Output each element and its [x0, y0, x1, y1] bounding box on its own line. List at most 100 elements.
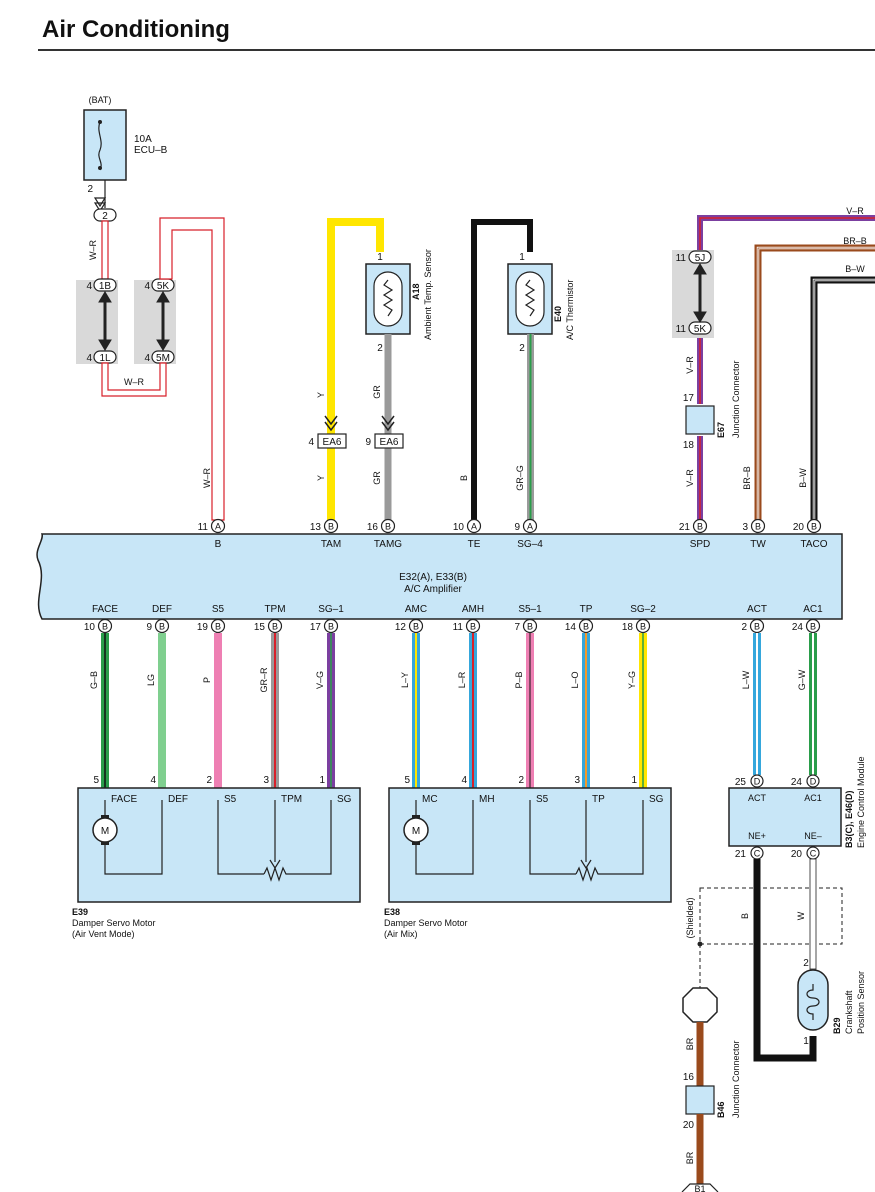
splice-5m: 4 5M	[144, 350, 175, 364]
svg-text:B: B	[413, 622, 419, 632]
svg-text:BR: BR	[685, 1037, 695, 1050]
motor_e39-pin-0: 5	[93, 775, 99, 786]
svg-text:3: 3	[742, 522, 748, 533]
motor_e38-pin-0: 5	[404, 775, 410, 786]
svg-text:2: 2	[377, 343, 383, 354]
w-r-to-amplifier: W–R	[159, 217, 225, 521]
motor-e39-m-icon: M	[101, 826, 109, 837]
splice-block-1	[76, 280, 118, 364]
svg-text:TAMG: TAMG	[374, 539, 402, 550]
svg-text:BR–B: BR–B	[843, 236, 867, 246]
svg-text:16: 16	[683, 1072, 695, 1083]
wire-label-0: G–B	[89, 671, 99, 689]
svg-text:14: 14	[565, 622, 577, 633]
svg-text:B: B	[470, 622, 476, 632]
svg-text:SG–4: SG–4	[517, 539, 543, 550]
splice-block-2	[134, 280, 176, 364]
page-title: Air Conditioning	[42, 16, 230, 43]
wire-label-3: GR–R	[259, 667, 269, 693]
svg-text:AC1: AC1	[804, 793, 822, 803]
ecm-pin-25: 25 D	[735, 774, 764, 788]
svg-text:B29: B29	[832, 1017, 842, 1034]
svg-text:Junction Connector: Junction Connector	[731, 360, 741, 438]
splice-arrows	[98, 291, 170, 351]
ea6-a-id: EA6	[323, 437, 342, 448]
svg-text:SG–2: SG–2	[630, 604, 656, 615]
wire-label-2: P	[202, 677, 212, 683]
motor_e38-term-4: SG	[649, 794, 664, 805]
svg-text:(Air Vent Mode): (Air Vent Mode)	[72, 929, 135, 939]
svg-text:4: 4	[144, 281, 150, 292]
svg-text:1L: 1L	[99, 353, 111, 364]
fuse-source: (BAT)	[89, 95, 112, 105]
sg4-wire: GR–G	[515, 334, 534, 520]
svg-text:A18: A18	[411, 283, 421, 300]
svg-text:1: 1	[377, 252, 383, 263]
svg-text:15: 15	[254, 622, 266, 633]
svg-text:Junction Connector: Junction Connector	[731, 1040, 741, 1118]
svg-text:(Air Mix): (Air Mix)	[384, 929, 418, 939]
wire-label-4: V–G	[315, 671, 325, 689]
svg-text:B: B	[328, 622, 334, 632]
svg-text:GR: GR	[372, 385, 382, 399]
svg-text:20: 20	[793, 522, 805, 533]
svg-text:NE–: NE–	[804, 831, 822, 841]
motor_e39-term-4: SG	[337, 794, 352, 805]
svg-text:TPM: TPM	[264, 604, 285, 615]
svg-text:Damper Servo Motor: Damper Servo Motor	[72, 918, 156, 928]
amplifier-id: E32(A), E33(B)	[399, 572, 467, 583]
svg-text:2: 2	[803, 958, 809, 969]
tw-wire: BR–B BR–B	[742, 236, 875, 520]
ecm-pin-24: 24 D	[791, 774, 820, 788]
svg-text:9: 9	[146, 622, 152, 633]
svg-text:AC1: AC1	[803, 604, 823, 615]
svg-text:B: B	[272, 622, 278, 632]
crankshaft-position-sensor: 2 1 B29 Crankshaft Position Sensor	[797, 958, 866, 1047]
svg-text:21: 21	[735, 849, 747, 860]
svg-text:TE: TE	[468, 539, 481, 550]
svg-text:DEF: DEF	[152, 604, 172, 615]
svg-text:SG–1: SG–1	[318, 604, 344, 615]
splice-5k-spd: 11 5K	[676, 321, 712, 335]
svg-text:A: A	[527, 522, 533, 532]
motor_e38-pin-3: 3	[574, 775, 580, 786]
svg-text:5J: 5J	[695, 253, 706, 264]
svg-text:17: 17	[683, 393, 695, 404]
wire-label-7: P–B	[514, 671, 524, 688]
svg-text:7: 7	[514, 622, 520, 633]
svg-text:TP: TP	[580, 604, 593, 615]
svg-text:B: B	[527, 622, 533, 632]
motor_e39-pin-3: 3	[263, 775, 269, 786]
svg-text:10: 10	[84, 622, 96, 633]
svg-text:D: D	[754, 777, 761, 787]
fuse-ecu-b: (BAT) 10A ECU–B 2 2	[83, 95, 168, 222]
svg-text:W–R: W–R	[202, 468, 212, 489]
fuse-name: ECU–B	[134, 145, 168, 156]
ea6-b-id: EA6	[380, 437, 399, 448]
fuse-rating: 10A	[134, 134, 152, 145]
svg-text:E39: E39	[72, 907, 88, 917]
damper-servo-motor-e39: M E39 Damper Servo Motor (Air Vent Mode)	[72, 787, 361, 939]
svg-text:A/C Thermistor: A/C Thermistor	[565, 280, 575, 340]
svg-text:1: 1	[519, 252, 525, 263]
svg-text:V–R: V–R	[846, 206, 864, 216]
svg-text:AMH: AMH	[462, 604, 484, 615]
bottom-wires	[101, 633, 817, 788]
amplifier-name: A/C Amplifier	[404, 584, 462, 595]
ea6-a-pin: 4	[308, 437, 314, 448]
svg-text:4: 4	[144, 353, 150, 364]
motor_e38-pin-4: 1	[631, 775, 637, 786]
svg-text:1: 1	[803, 1036, 809, 1047]
tamg-wire: GR GR EA6 9	[365, 334, 404, 520]
